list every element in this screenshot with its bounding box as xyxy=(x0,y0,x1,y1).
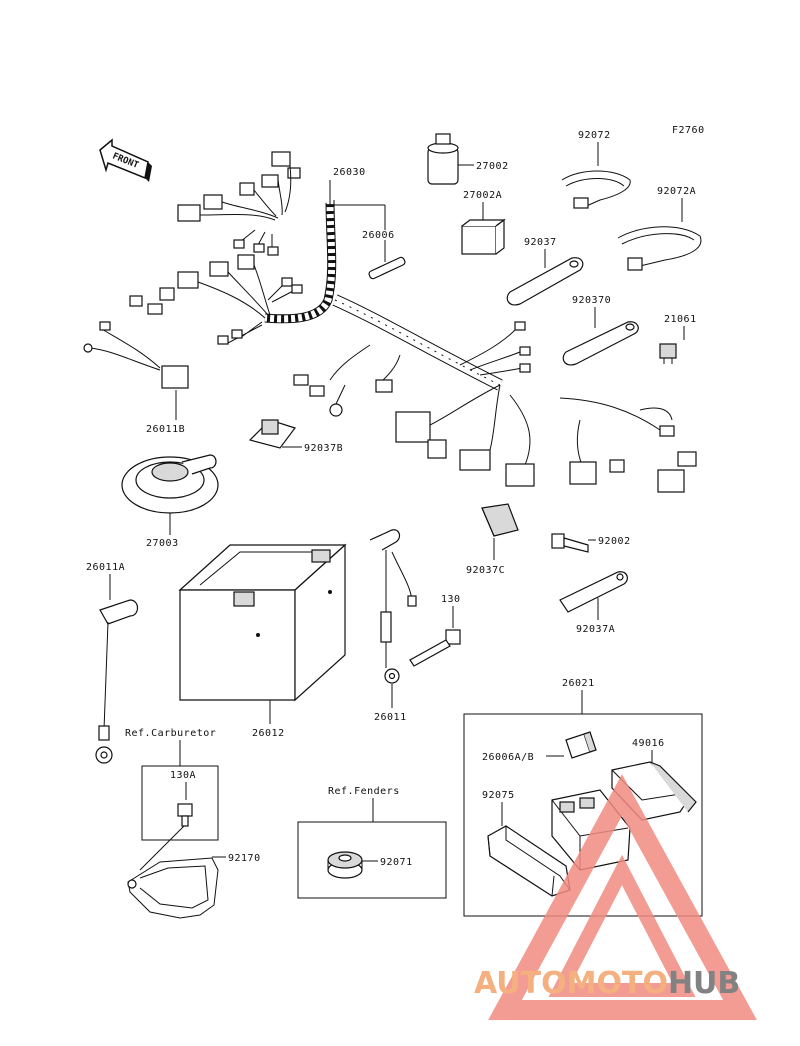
label-92072: 92072 xyxy=(578,130,611,141)
watermark: AUTOMOTOHUB xyxy=(474,774,757,1020)
positive-lead-26011 xyxy=(369,529,417,684)
label-21061: 21061 xyxy=(664,314,697,325)
label-26011A: 26011A xyxy=(86,562,125,573)
watermark-part1: AUTOMOTO xyxy=(474,966,668,1001)
fenders-box xyxy=(297,821,447,899)
bracket-92170 xyxy=(127,857,219,919)
label-27002: 27002 xyxy=(476,161,509,172)
label-ref-carburetor: Ref.Carburetor xyxy=(125,728,216,739)
label-26006: 26006 xyxy=(362,230,395,241)
label-920370: 920370 xyxy=(572,295,611,306)
bolt-92002 xyxy=(551,533,589,553)
label-92037B: 92037B xyxy=(304,443,343,454)
lead-26011B xyxy=(83,321,189,389)
bracket-92037C xyxy=(481,503,519,537)
label-92071: 92071 xyxy=(380,857,413,868)
front-arrow-icon: FRONT xyxy=(99,138,152,182)
label-ref-fenders: Ref.Fenders xyxy=(328,786,400,797)
fuse-26006 xyxy=(368,256,406,280)
ground-lead-26011A xyxy=(95,599,139,764)
label-26012: 26012 xyxy=(252,728,285,739)
watermark-part2: HUB xyxy=(668,966,740,1001)
label-49016: 49016 xyxy=(632,738,665,749)
label-92170: 92170 xyxy=(228,853,261,864)
label-26021: 26021 xyxy=(562,678,595,689)
fuse-box-group xyxy=(463,713,703,917)
label-26006AB: 26006A/B xyxy=(482,752,534,763)
label-26011: 26011 xyxy=(374,712,407,723)
fuse-26006AB xyxy=(565,731,597,759)
label-92037: 92037 xyxy=(524,237,557,248)
bracket-920370 xyxy=(562,321,639,366)
horn-27003 xyxy=(121,454,219,514)
bracket-92037A xyxy=(559,571,628,613)
main-wiring-harness xyxy=(129,151,697,493)
relay-27002 xyxy=(427,133,474,185)
label-92002: 92002 xyxy=(598,536,631,547)
watermark-text: AUTOMOTOHUB xyxy=(474,966,740,1001)
label-92037A: 92037A xyxy=(576,624,615,635)
bolt-130 xyxy=(409,629,461,667)
watermark-triangle-outer xyxy=(488,774,757,1020)
bolt-130A xyxy=(177,803,193,827)
strap-92072A xyxy=(617,226,702,271)
label-26030: 26030 xyxy=(333,167,366,178)
grommet-92071 xyxy=(327,851,363,879)
label-92037C: 92037C xyxy=(466,565,505,576)
label-92072A: 92072A xyxy=(657,186,696,197)
carburetor-box xyxy=(141,765,219,841)
battery-26012 xyxy=(178,543,347,702)
label-27002A: 27002A xyxy=(463,190,502,201)
relay-27002A xyxy=(461,218,506,255)
bracket-92037 xyxy=(506,257,584,306)
label-130: 130 xyxy=(441,594,461,605)
figure-code: F2760 xyxy=(672,125,705,136)
label-27003: 27003 xyxy=(146,538,179,549)
diode-21061 xyxy=(659,343,677,364)
label-92075: 92075 xyxy=(482,790,515,801)
label-26011B: 26011B xyxy=(146,424,185,435)
label-130A: 130A xyxy=(170,770,196,781)
strap-92072 xyxy=(561,170,631,209)
clamp-92037B xyxy=(248,419,296,449)
watermark-triangle-inner xyxy=(548,854,696,997)
